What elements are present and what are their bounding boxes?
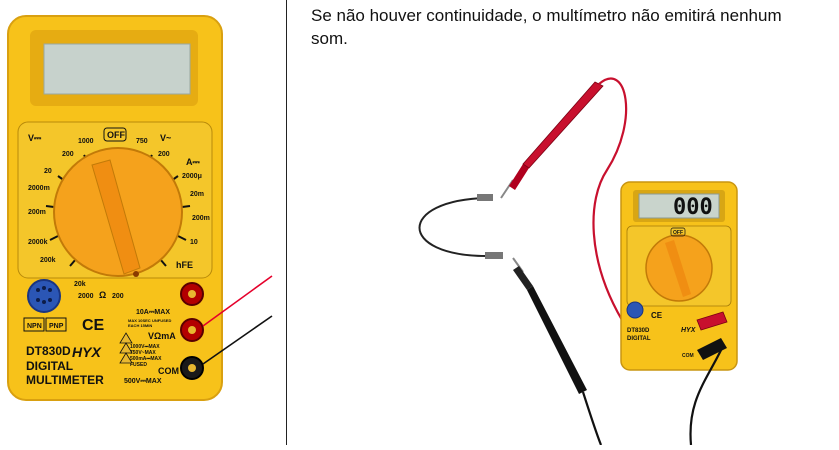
red-lead-line	[202, 275, 273, 327]
jack-vohm-note: 500mA⎓MAX	[130, 356, 162, 362]
ohm-label: Ω	[99, 290, 106, 300]
panel-divider	[286, 0, 287, 445]
knob-indicator-dot	[133, 271, 139, 277]
caption-text: Se não houver continuidade, o multímetro…	[311, 4, 831, 50]
black-plug[interactable]	[697, 338, 727, 360]
npn-label: NPN	[27, 323, 42, 330]
black-plug-cable	[689, 345, 724, 445]
black-probe-grip[interactable]	[513, 266, 533, 290]
meter-right-off-box	[670, 227, 686, 237]
jack-com-center	[188, 364, 196, 372]
black-probe-cable	[581, 391, 603, 445]
range-label: 1000	[78, 138, 94, 145]
black-probe-body[interactable]	[527, 286, 587, 394]
wire-terminal-top	[477, 194, 493, 201]
range-label: 20	[44, 168, 52, 175]
meter-right-knob-pointer	[665, 240, 691, 297]
caption-line: som.	[311, 29, 348, 48]
jack-10a-note: UNFUSED	[152, 318, 171, 323]
red-probe-cable	[592, 77, 628, 321]
pnp-box	[45, 317, 67, 332]
range-label: 200k	[40, 257, 56, 264]
brand-label: HYX	[72, 344, 102, 360]
range-label: 2000	[78, 293, 94, 300]
meter-right-off-label: OFF	[673, 230, 683, 236]
warning-triangles	[119, 332, 133, 364]
continuity-test-illustration: 000 OFF CE DT830D DIGITAL HYX COM	[418, 77, 738, 445]
jack-vohm-note: 1000V⎓MAX	[130, 344, 160, 350]
title-line1: DIGITAL	[26, 359, 73, 373]
hfe-label: hFE	[176, 260, 193, 270]
off-label: OFF	[107, 130, 125, 140]
wire-terminal-bottom	[485, 252, 503, 259]
meter-right-socket[interactable]	[626, 301, 644, 319]
test-wire	[418, 197, 488, 257]
range-label: 200m	[192, 215, 210, 222]
meter-right-display-value: 000	[673, 195, 713, 220]
acv-label: V~	[160, 133, 171, 143]
jack-10a-note: EACH 15MIN	[128, 323, 152, 328]
red-probe-grip[interactable]	[509, 164, 529, 190]
black-lead-line	[202, 315, 273, 365]
jack-vohm-center	[188, 326, 196, 334]
range-label: 200	[62, 151, 74, 158]
range-label: 750	[136, 138, 148, 145]
model-label: DT830D	[26, 344, 71, 358]
range-label: 20k	[74, 281, 86, 288]
socket-pins	[36, 286, 52, 304]
red-plug[interactable]	[696, 311, 728, 331]
range-label: 200	[158, 151, 170, 158]
range-label: 200m	[28, 209, 46, 216]
continuity-test-panel: Se não houver continuidade, o multímetro…	[287, 0, 839, 445]
caption-line: Se não houver continuidade, o multímetro…	[311, 6, 782, 25]
jack-10a-label: 10A⎓MAX	[136, 309, 170, 316]
jack-vohm-note: FUSED	[130, 362, 147, 368]
pnp-label: PNP	[49, 323, 64, 330]
hfe-socket[interactable]	[27, 279, 61, 313]
multimeter-illustration: V⎓ OFF V~ A⎓ 1000 200 20 2000m 200m 2000…	[7, 15, 273, 401]
range-label: 2000k	[28, 239, 48, 246]
multimeter-closeup-panel: V⎓ OFF V~ A⎓ 1000 200 20 2000m 200m 2000…	[0, 0, 286, 445]
range-label: 200	[112, 293, 124, 300]
range-label: 2000μ	[182, 173, 202, 180]
dcv-label: V⎓	[28, 133, 42, 143]
lcd-display	[43, 43, 191, 95]
jack-vohm-label: VΩmA	[148, 331, 176, 341]
jack-10a-note: MAX 10SEC	[128, 318, 151, 323]
range-label: 10	[190, 239, 198, 246]
meter-right-lcd	[638, 193, 720, 219]
red-probe-body[interactable]	[522, 81, 604, 169]
off-box	[103, 127, 127, 142]
meter-right-com: COM	[682, 353, 694, 359]
jack-vohm-note: 750V~MAX	[130, 350, 156, 356]
meter-right-brand: HYX	[681, 327, 697, 334]
range-label: 20m	[190, 191, 204, 198]
title-line2: MULTIMETER	[26, 373, 104, 387]
meter-right-ce: CE	[651, 311, 663, 320]
ce-mark: CE	[82, 317, 105, 334]
npn-box	[23, 317, 45, 332]
jack-com-label: COM	[158, 366, 179, 376]
jack-com-note: 500V⎓MAX	[124, 378, 162, 385]
range-label: 2000m	[28, 185, 50, 192]
meter-right-model: DT830D	[627, 328, 650, 334]
jack-10a-center	[188, 290, 196, 298]
dca-label: A⎓	[186, 157, 200, 167]
knob-pointer	[91, 159, 141, 275]
meter-right-title: DIGITAL	[627, 336, 651, 342]
